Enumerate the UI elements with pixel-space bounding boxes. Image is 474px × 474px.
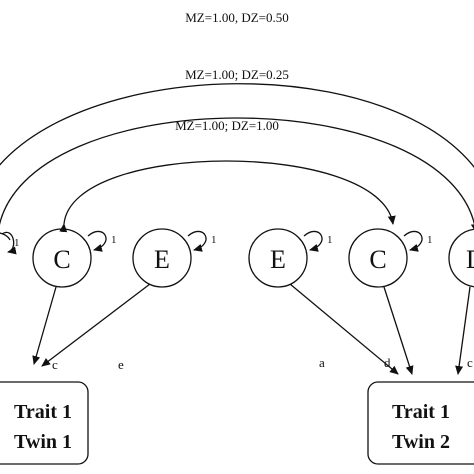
outer-correlation-label: MZ=1.00, DZ=0.50: [185, 10, 289, 25]
twin2-c-variance-label: 1: [427, 234, 433, 246]
twin2-trait-box: Trait 1 Twin 2: [367, 381, 474, 465]
twin2-c-label: C: [369, 245, 386, 274]
inner-correlation-arc: [59, 160, 396, 233]
twin2-d-node: D: [448, 228, 474, 288]
twin1-e-label: E: [154, 245, 170, 274]
twin2-e-label: E: [270, 245, 286, 274]
twin1-c-path-label: c: [52, 357, 58, 372]
outer-correlation-arc: [0, 83, 474, 169]
twin1-trait-line1: Trait 1: [14, 401, 72, 423]
twin1-c-node: C 1: [32, 228, 117, 288]
middle-correlation-arc: [0, 117, 474, 233]
twin2-e-node: E 1: [248, 228, 333, 288]
twin1-e-path: [41, 283, 151, 367]
twin1-e-node: E 1: [132, 228, 217, 288]
twin1-e-variance-label: 1: [211, 234, 217, 246]
twin2-c-partial-path: [455, 286, 471, 375]
inner-correlation-label: MZ=1.00; DZ=1.00: [175, 118, 279, 133]
middle-correlation-label: MZ=1.00; DZ=0.25: [185, 67, 289, 82]
twin1-trait-line2: Twin 1: [14, 431, 72, 453]
twin2-trait-line2: Twin 2: [392, 431, 450, 453]
twin2-d-label: D: [466, 245, 474, 274]
twin2-a-path-label: a: [319, 355, 325, 370]
twin1-trait-box: Trait 1 Twin 1: [0, 381, 89, 465]
twin2-trait-line1: Trait 1: [392, 401, 450, 423]
twin2-d-path-label: d: [384, 355, 391, 370]
twin1-a-variance-label: 1: [14, 237, 20, 249]
twin2-d-path: [383, 286, 414, 375]
twin1-c-variance-label: 1: [111, 234, 117, 246]
twin1-c-path: [32, 286, 57, 365]
twin2-a-path: [289, 283, 399, 375]
twin2-e-variance-label: 1: [327, 234, 333, 246]
twin1-e-path-label: e: [118, 357, 124, 372]
twin1-a-node: 1: [0, 231, 20, 255]
twin1-c-label: C: [53, 245, 70, 274]
twin2-c-node: C 1: [348, 228, 433, 288]
twin2-c-partial-path-label: c: [467, 355, 473, 370]
